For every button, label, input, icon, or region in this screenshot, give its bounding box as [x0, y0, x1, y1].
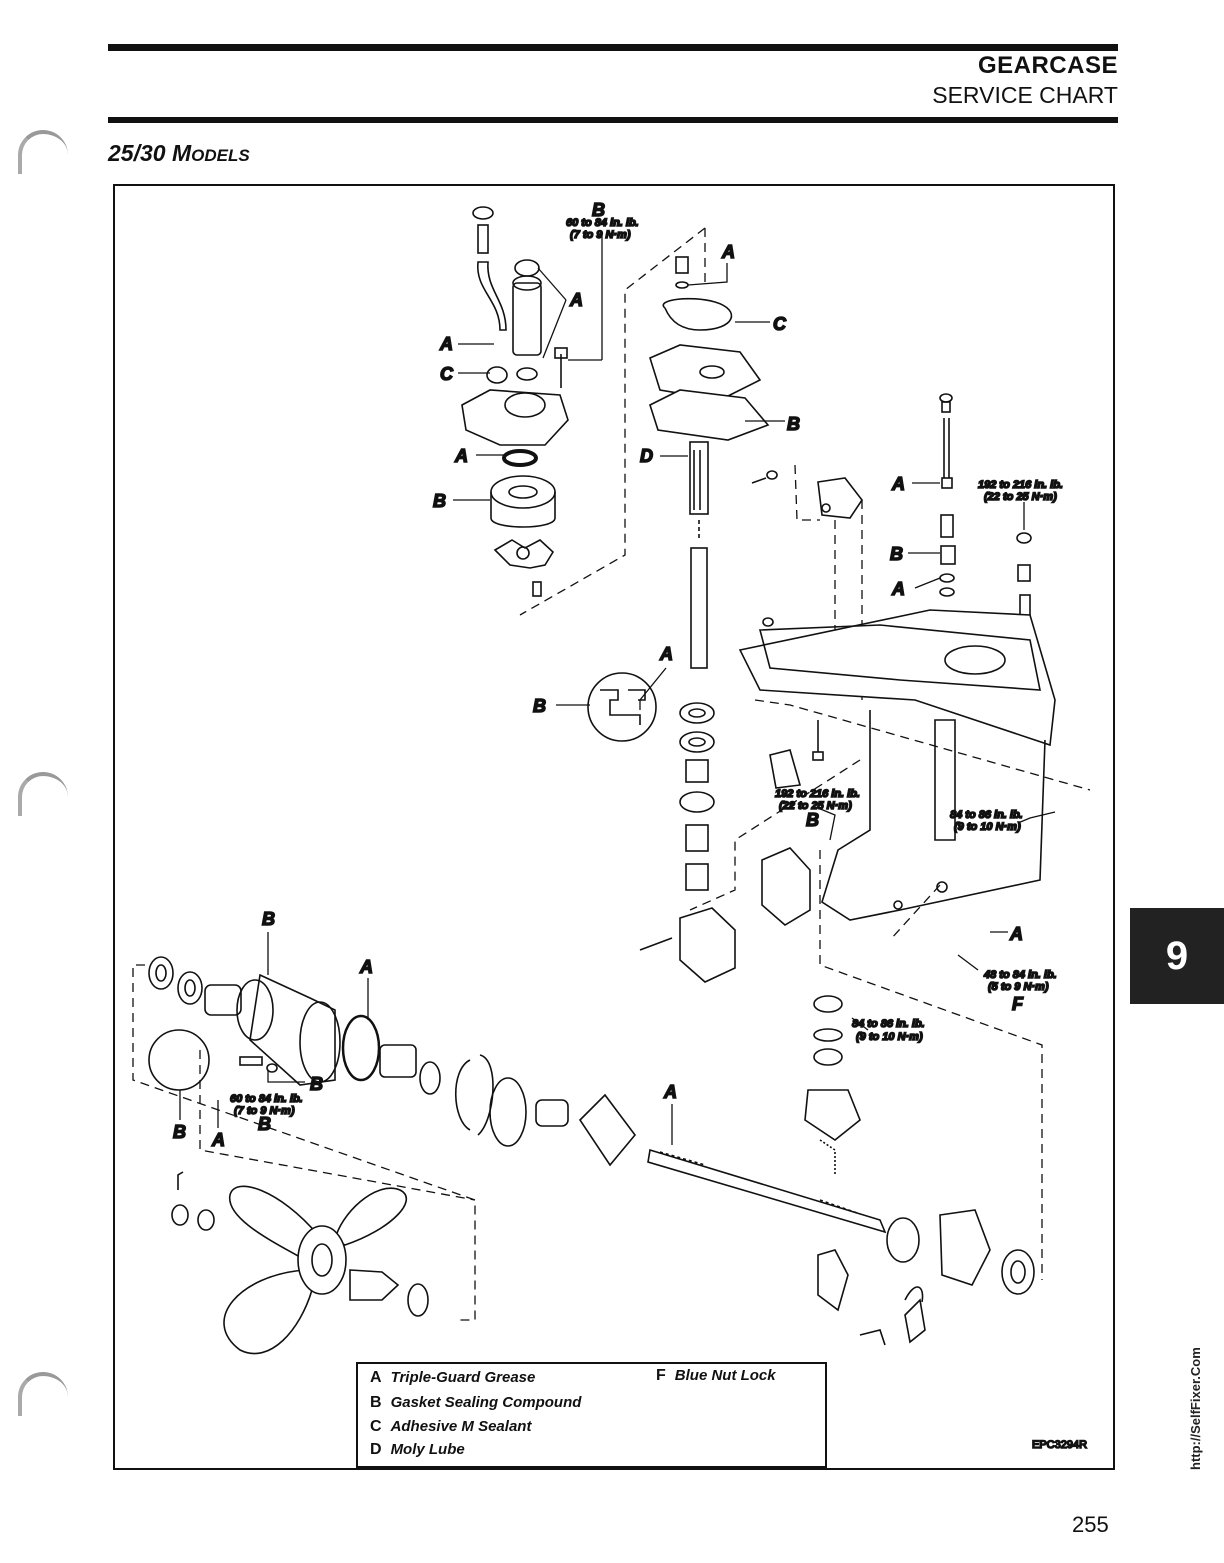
gear-set [804, 995, 1035, 1346]
legend-key: B [370, 1394, 382, 1411]
binder-hole [18, 1372, 68, 1416]
torque-48-84-nm: (5 to 9 N·m) [988, 981, 1049, 993]
legend-item-F: F Blue Nut Lock [656, 1367, 776, 1385]
callout-B-cup: B [433, 491, 446, 511]
torque-84-86-nm-right: (9 to 10 N·m) [954, 821, 1021, 833]
watermark: http://SelfFixer.Com [1188, 1347, 1203, 1470]
callout-B-carrier: B [262, 909, 275, 929]
callout-A-seal: A [454, 446, 468, 466]
assembly-guide-lines [132, 227, 1091, 1321]
lubricant-legend: A Triple-Guard Grease B Gasket Sealing Com… [356, 1362, 827, 1468]
binder-hole [18, 130, 68, 174]
torque-84-86-in-lower: 84 to 86 in. lb. [852, 1018, 925, 1030]
legend-key: A [370, 1369, 382, 1386]
callout-A-seal-left: A [211, 1130, 225, 1150]
callout-B-seal-left: B [173, 1122, 186, 1142]
propeller-shaft [647, 1148, 887, 1234]
callout-A-carrier-oring: A [359, 957, 373, 977]
header-title: GEARCASE [977, 52, 1118, 79]
torque-60-84-in-lower: 60 to 84 in. lb. [230, 1093, 303, 1105]
callout-C-grommet: C [440, 364, 454, 384]
callout-A-tube: A [569, 290, 583, 310]
callout-A-seal-detail: A [659, 644, 673, 664]
header-rule-bottom [108, 117, 1118, 123]
callout-B-gasket: B [787, 414, 800, 434]
callout-B-carrier-bolt: B [310, 1074, 323, 1094]
torque-84-86-in-right: 84 to 86 in. lb. [950, 809, 1023, 821]
header-rule-top [108, 44, 1118, 51]
torque-192-216-nm-right: (22 to 25 N·m) [984, 491, 1057, 503]
torque-48-84-in: 48 to 84 in. lb. [983, 969, 1057, 981]
legend-item-B: B Gasket Sealing Compound [370, 1394, 581, 1412]
section-title-tail: ODELS [191, 146, 250, 165]
legend-item-D: D Moly Lube [370, 1441, 465, 1459]
callout-F: F [1012, 994, 1024, 1014]
legend-text: Adhesive M Sealant [390, 1418, 532, 1435]
binder-hole [18, 772, 68, 816]
gearcase-housing [738, 609, 1056, 921]
legend-item-C: C Adhesive M Sealant [370, 1418, 531, 1436]
legend-text: Moly Lube [390, 1441, 465, 1458]
driveshaft [689, 441, 709, 669]
torque-84-86-nm-lower: (9 to 10 N·m) [856, 1031, 923, 1043]
torque-192-216-in-right: 192 to 216 in. lb. [978, 479, 1063, 491]
page-number: 255 [1072, 1512, 1109, 1537]
section-title: 25/30 MODELS [108, 140, 250, 167]
callout-A-trim-tab: A [1009, 924, 1023, 944]
water-pump-assembly [461, 206, 569, 597]
callout-A-top-right: A [721, 242, 735, 262]
section-title-lead: 25/30 M [108, 140, 192, 166]
legend-item-A: A Triple-Guard Grease [370, 1369, 535, 1387]
seal-detail-circle [587, 672, 715, 891]
torque-60-84-in-top: 60 to 84 in. lb. [566, 217, 639, 229]
callout-A-water-tube: A [439, 334, 453, 354]
torque-192-216-in-center: 192 to 216 in. lb. [775, 788, 860, 800]
callout-B-bushing: B [890, 544, 903, 564]
chapter-tab: 9 [1130, 908, 1224, 1004]
legend-key: F [656, 1367, 666, 1384]
figure-code: EPC3294R [1032, 1439, 1087, 1451]
leader-lines [179, 232, 1056, 1145]
callout-A-prop-shaft: A [663, 1082, 677, 1102]
legend-text: Blue Nut Lock [674, 1367, 776, 1384]
header-subtitle: SERVICE CHART [932, 82, 1118, 108]
bearing-carrier-assembly [148, 956, 637, 1167]
diagram-frame [113, 184, 1115, 1470]
torque-60-84-nm-lower: (7 to 9 N·m) [234, 1105, 295, 1117]
legend-text: Triple-Guard Grease [390, 1369, 536, 1386]
legend-key: D [370, 1441, 382, 1458]
legend-key: C [370, 1418, 382, 1435]
callout-D-driveshaft: D [640, 446, 653, 466]
callout-B-seal-detail: B [533, 696, 546, 716]
callout-C-plate: C [773, 314, 787, 334]
legend-text: Gasket Sealing Compound [390, 1394, 582, 1411]
propeller [171, 1171, 429, 1355]
callout-A-orings: A [891, 579, 905, 599]
callout-B-center: B [806, 810, 819, 830]
wear-plate-gaskets [649, 256, 770, 441]
water-inlet-screens [639, 847, 811, 983]
torque-192-216-nm-center: (22 to 25 N·m) [779, 800, 852, 812]
torque-60-84-nm-top: (7 to 9 N·m) [570, 229, 631, 241]
callout-B-carrier-bolt-lower: B [258, 1114, 271, 1134]
callout-B-top: B [592, 200, 605, 220]
callout-A-shift-rod: A [891, 474, 905, 494]
